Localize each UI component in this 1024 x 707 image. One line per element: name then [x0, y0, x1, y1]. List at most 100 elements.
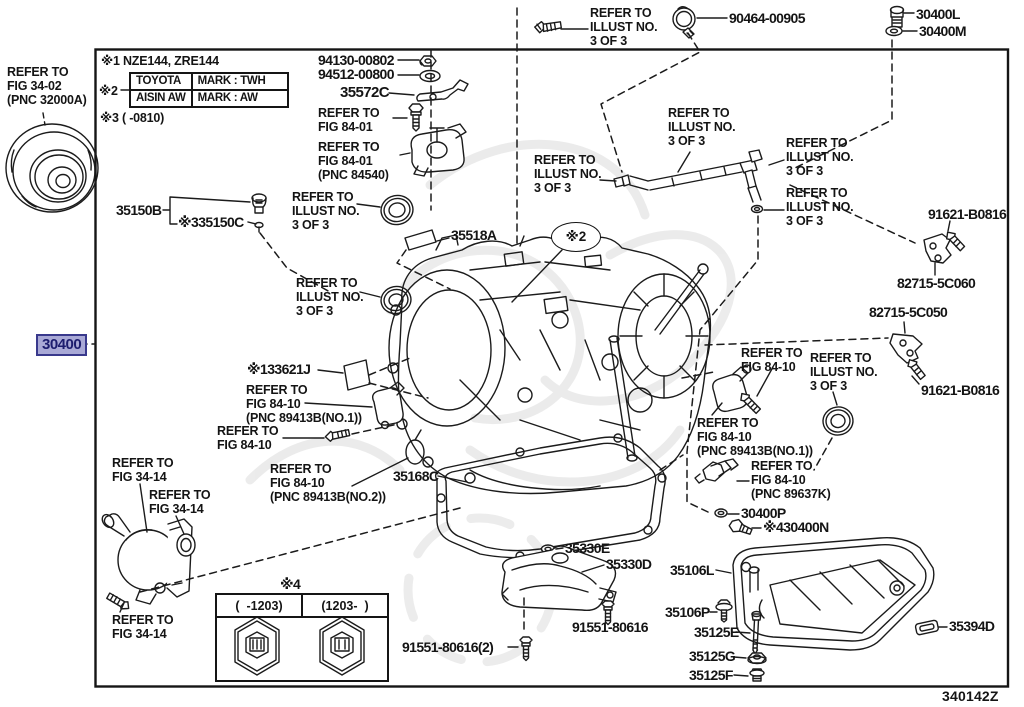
drawing-code: 340142Z	[942, 688, 999, 704]
note-1: ※1 NZE144, ZRE144	[101, 54, 219, 68]
transaxle-case-drawing	[387, 233, 712, 495]
refer-fig-label: REFER TO FIG 84-10 (PNC 89413B(NO.1))	[697, 416, 813, 458]
part-number-label: 91551-80616(2)	[402, 639, 494, 655]
refer-fig-label: REFER TO FIG 84-10	[741, 346, 803, 374]
bolt-icon	[106, 592, 130, 610]
refer-illust-label: REFER TO ILLUST NO. 3 OF 3	[668, 106, 736, 148]
bolt-icon	[740, 392, 762, 415]
tag-35518A-icon	[404, 229, 437, 251]
refer-fig-label: REFER TO FIG 84-01 (PNC 84540)	[318, 140, 389, 182]
bolt-35125F-icon	[749, 668, 765, 682]
seal-ring-icon	[822, 406, 854, 436]
bolt-35106P-icon	[715, 599, 733, 623]
part-number-label: 35394D	[949, 618, 995, 634]
oil-strainer-drawing	[501, 545, 617, 612]
pump-drawing	[101, 513, 196, 605]
crank-sensor-icon	[371, 381, 405, 430]
part-number-label: 35125G	[689, 648, 736, 664]
refer-fig-label: REFER TO FIG 34-14	[112, 456, 174, 484]
refer-fig-label: REFER TO FIG 34-02 (PNC 32000A)	[7, 65, 87, 107]
mark-cell: MARK : AW	[190, 89, 289, 108]
part-number-label: 35330D	[606, 556, 652, 572]
bolt-fig8401-icon	[408, 103, 424, 132]
variant-table: ( -1203) (1203- )	[215, 593, 389, 682]
part-number-label: 30400M	[919, 23, 967, 39]
part-number-label: 35572C	[340, 84, 390, 101]
refer-fig-label: REFER TO FIG 34-14	[149, 488, 211, 516]
refer-illust-label: REFER TO ILLUST NO. 3 OF 3	[786, 136, 854, 178]
part-number-label: ※133621J	[247, 361, 311, 377]
clamp-icon	[672, 6, 696, 39]
part-number-label: 35106P	[665, 604, 710, 620]
variant-column-late: (1203- )	[301, 595, 387, 616]
part-number-label: 91621-B0816	[921, 382, 1000, 398]
bolt-icon	[907, 359, 926, 381]
part-number-label: ※335150C	[178, 214, 244, 230]
oring-30400P-icon	[714, 508, 728, 518]
hex-plug-late-icon	[319, 616, 365, 676]
refer-illust-label: REFER TO ILLUST NO. 3 OF 3	[292, 190, 360, 232]
refer-fig-label: REFER TO FIG 84-10 (PNC 89413B(NO.2))	[270, 462, 386, 504]
refer-fig-label: REFER TO FIG 34-14	[112, 613, 174, 641]
part-number-label: 94512-00800	[318, 66, 395, 82]
part-number-label: 35518A	[451, 227, 497, 243]
lever-35572C-icon	[416, 79, 469, 102]
part-number-label: 35125E	[694, 624, 739, 640]
nut-94130-icon	[419, 55, 437, 67]
refer-illust-label: REFER TO ILLUST NO. 3 OF 3	[810, 351, 878, 393]
part-number-label: 30400L	[916, 6, 960, 22]
neutral-switch-icon	[410, 123, 467, 177]
refer-fig-label: REFER TO FIG 84-10 (PNC 89413B(NO.1))	[246, 383, 362, 425]
breather-35150B-icon	[251, 193, 267, 233]
part-number-label: 35150B	[116, 202, 162, 218]
refer-fig-label: REFER TO FIG 84-10	[217, 424, 279, 452]
washer-30400M-icon	[885, 25, 903, 37]
refer-fig-label: REFER TO FIG 84-10 (PNC 89637K)	[751, 459, 831, 501]
oil-pan-drawing	[732, 537, 935, 651]
dashed-lines	[79, 7, 916, 631]
selected-part-number[interactable]: 30400	[36, 334, 88, 356]
part-number-label: 90464-00905	[729, 10, 806, 26]
plug-30400L-icon	[889, 5, 905, 28]
bolt-icon	[519, 636, 533, 662]
part-number-label: 35125F	[689, 667, 733, 683]
bolt-icon	[945, 231, 966, 252]
bolt-icon	[534, 20, 562, 34]
bracket-82715-5C060-icon	[923, 233, 952, 264]
drain-plug-30400N-icon	[728, 518, 753, 535]
callout-balloon: ※2	[551, 222, 601, 252]
note-4: ※4	[280, 576, 301, 592]
maker-cell: AISIN AW	[129, 89, 193, 108]
part-number-label: 35168C	[393, 468, 439, 484]
part-number-label: 82715-5C060	[897, 275, 976, 291]
torque-converter-drawing	[5, 112, 99, 213]
dipstick-tube-icon	[613, 149, 764, 214]
diagram-frame	[94, 48, 1010, 688]
leader-lines	[119, 12, 951, 677]
washer-94512-icon	[419, 69, 441, 83]
note-3: ※3 ( -0810)	[100, 111, 165, 125]
bracket-82715-5C050-icon	[889, 333, 923, 364]
mark-table: TOYOTA MARK : TWH AISIN AW MARK : AW	[129, 72, 289, 108]
refer-illust-label: REFER TO ILLUST NO. 3 OF 3	[590, 6, 658, 48]
refer-illust-label: REFER TO ILLUST NO. 3 OF 3	[296, 276, 364, 318]
part-number-label: 82715-5C050	[869, 304, 948, 320]
pressure-switch-icon	[694, 458, 739, 484]
part-number-label: 94130-00802	[318, 52, 395, 68]
bolt-icon	[601, 600, 615, 626]
nut-35125G-icon	[747, 652, 767, 665]
note-2: ※2	[99, 84, 118, 98]
part-number-label: 35106L	[670, 562, 714, 578]
maker-cell: TOYOTA	[129, 72, 193, 91]
variant-column-early: ( -1203)	[235, 598, 283, 613]
part-number-label: ※430400N	[763, 519, 829, 535]
refer-illust-label: REFER TO ILLUST NO. 3 OF 3	[786, 186, 854, 228]
part-number-label: 91621-B0816	[928, 206, 1007, 222]
long-bolt-35125E-icon	[751, 610, 762, 655]
seal-ring-icon	[380, 194, 414, 226]
hex-plug-early-icon	[234, 616, 280, 676]
part-number-label: 30400P	[741, 505, 786, 521]
gasket-35168C-drawing	[434, 433, 667, 561]
